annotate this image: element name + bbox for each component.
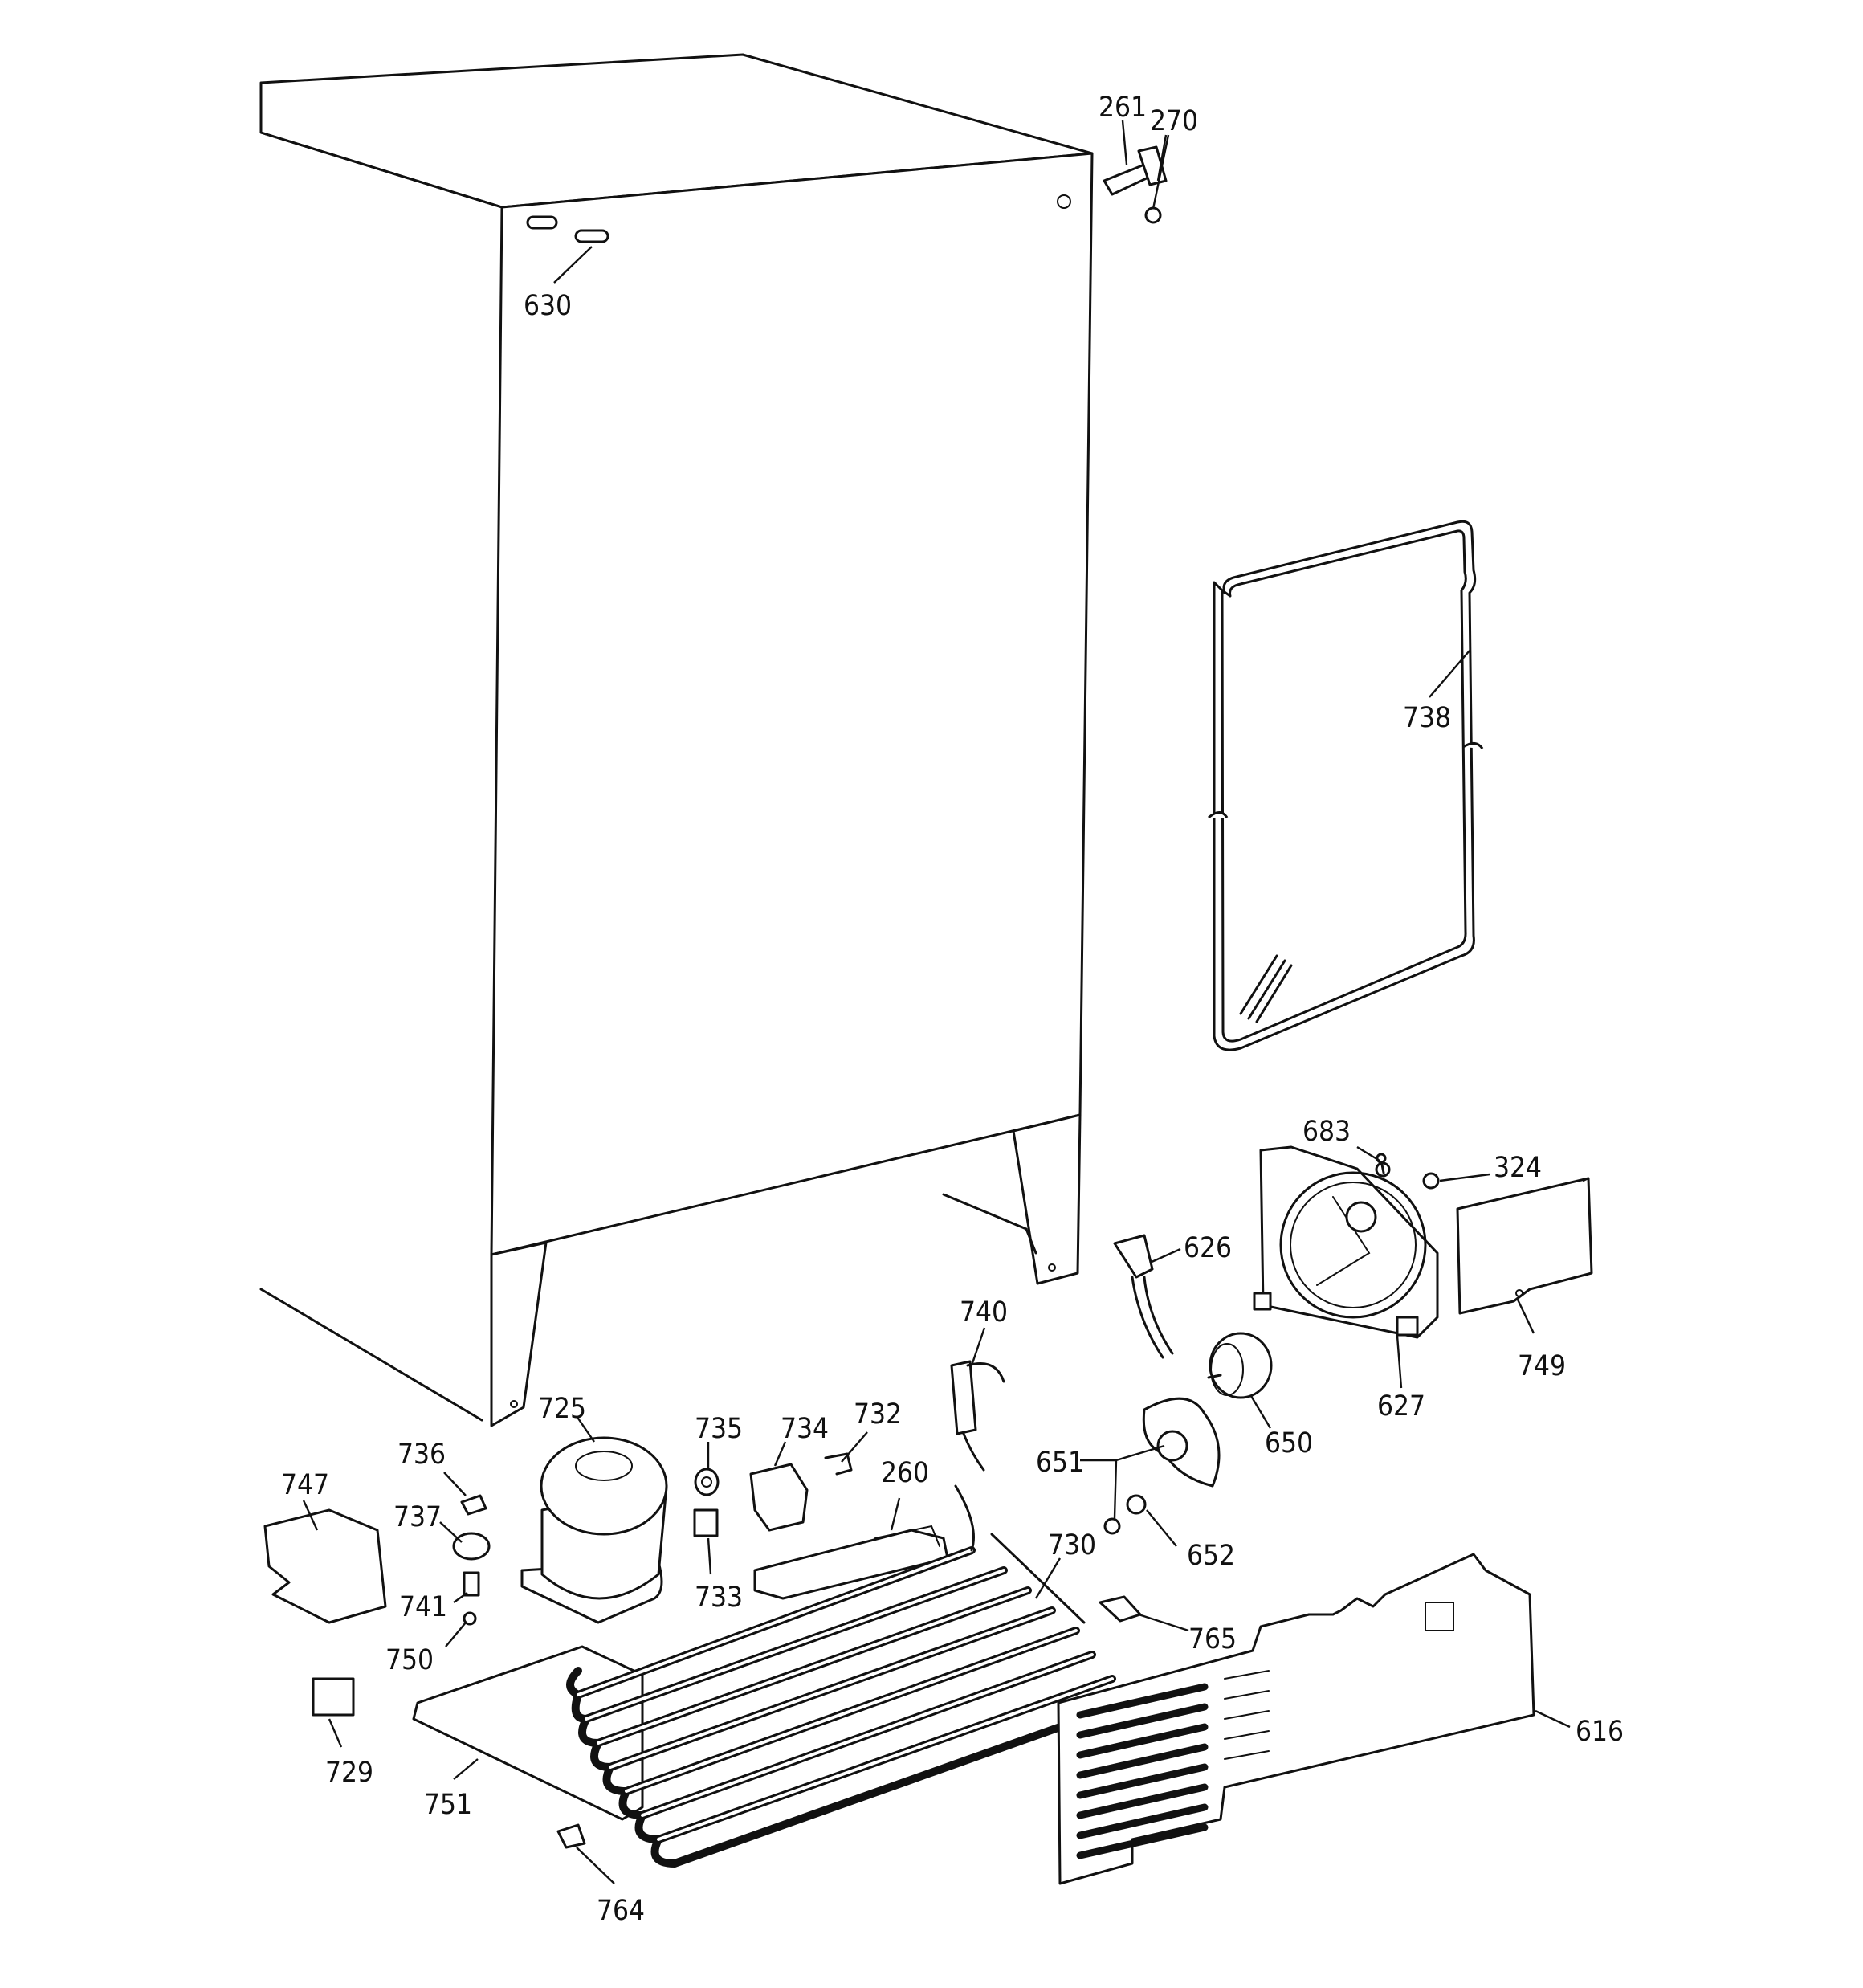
label-750: 750	[385, 1644, 434, 1676]
label-765: 765	[1188, 1623, 1237, 1655]
washer-652	[1126, 1494, 1147, 1515]
label-630: 630	[524, 290, 572, 322]
clamp-764	[556, 1823, 586, 1849]
label-735: 735	[695, 1413, 743, 1445]
label-260: 260	[881, 1457, 929, 1489]
label-730: 730	[1048, 1529, 1096, 1561]
label-270: 270	[1150, 105, 1198, 137]
power-cord-626	[1113, 1234, 1174, 1359]
overload-733	[693, 1508, 719, 1537]
fan-blade-651	[1103, 1397, 1221, 1535]
label-749: 749	[1518, 1350, 1566, 1382]
heater-loop-738	[1208, 520, 1484, 1051]
compressor-725	[520, 1436, 668, 1624]
label-736: 736	[397, 1439, 446, 1471]
label-627: 627	[1377, 1390, 1425, 1423]
capacitor-729	[312, 1677, 355, 1717]
refrigerator-cabinet	[259, 53, 1094, 1427]
label-652: 652	[1187, 1540, 1235, 1572]
clip-736	[460, 1494, 487, 1516]
label-261: 261	[1099, 92, 1147, 124]
drain-pan-260	[753, 1525, 949, 1600]
label-626: 626	[1184, 1232, 1232, 1264]
label-650: 650	[1265, 1427, 1313, 1459]
label-324: 324	[1494, 1152, 1542, 1184]
fan-motor-650	[1207, 1332, 1273, 1399]
cover-747	[263, 1508, 387, 1624]
leader-lines	[302, 120, 1571, 1884]
defrost-thermostat-740	[950, 1360, 1005, 1472]
fan-shroud-627	[1253, 1145, 1439, 1339]
cover-749	[1456, 1177, 1593, 1315]
label-651: 651	[1036, 1447, 1084, 1479]
clip-765	[1099, 1595, 1142, 1623]
label-764: 764	[597, 1895, 645, 1927]
grommet-737	[452, 1532, 491, 1561]
label-683: 683	[1302, 1116, 1351, 1148]
condenser-coil-730	[566, 1484, 1132, 1868]
jumper-732	[824, 1452, 853, 1476]
label-751: 751	[424, 1789, 472, 1821]
part-labels: 261 270 630 738 683 324 626 740 749 627 …	[281, 92, 1624, 1927]
bracket-261	[1103, 145, 1168, 224]
label-740: 740	[960, 1296, 1008, 1329]
label-737: 737	[393, 1501, 442, 1533]
relay-734	[749, 1463, 809, 1532]
label-747: 747	[281, 1469, 329, 1501]
label-732: 732	[854, 1398, 902, 1431]
label-741: 741	[399, 1591, 447, 1623]
label-725: 725	[538, 1393, 586, 1425]
label-616: 616	[1576, 1716, 1624, 1748]
grommet-735	[694, 1468, 720, 1496]
screw-324	[1422, 1172, 1440, 1190]
label-738: 738	[1403, 702, 1451, 734]
access-panel-616	[1057, 1553, 1535, 1885]
vent-slots	[1076, 1670, 1270, 1859]
spacer-741	[463, 1571, 480, 1597]
label-733: 733	[695, 1582, 743, 1614]
label-734: 734	[781, 1413, 829, 1445]
screw-750	[463, 1611, 477, 1626]
label-729: 729	[325, 1757, 373, 1789]
